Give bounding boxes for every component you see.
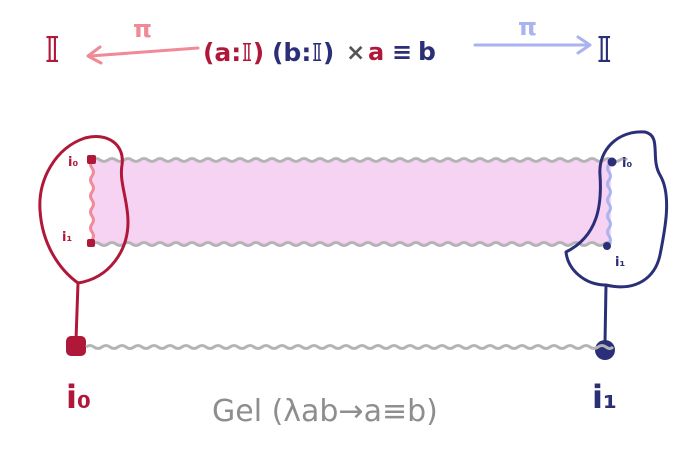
- formula-path-eq: ≡: [392, 38, 412, 66]
- right-bottom-label: i₁: [615, 255, 625, 270]
- left-bottom-endpoint: [87, 239, 95, 247]
- right-projection-arrow: [473, 35, 592, 55]
- right-projection-label: π: [518, 13, 537, 41]
- left-projection-arrow: [86, 45, 200, 65]
- left-interval-blob: [38, 135, 130, 285]
- left-base-label: i₀: [66, 378, 91, 416]
- left-top-label: i₀: [68, 155, 78, 170]
- right-base-point: [595, 340, 615, 360]
- formula-a: a: [368, 38, 384, 66]
- formula-times: ×: [346, 40, 365, 66]
- left-bottom-label: i₁: [62, 230, 72, 245]
- relation-left-edge: [89, 159, 95, 246]
- right-top-label: i₀: [622, 156, 632, 171]
- formula-b: b: [418, 37, 436, 66]
- left-interval-symbol: 𝕀: [44, 30, 61, 71]
- relation-region: [92, 160, 611, 244]
- left-projection-label: π: [133, 15, 152, 43]
- relation-right-edge: [606, 163, 612, 245]
- left-top-endpoint: [87, 155, 96, 164]
- relation-bottom-edge: [91, 241, 613, 247]
- formula-b-binder: (b:𝕀): [272, 38, 334, 67]
- base-connection-edge: [85, 344, 615, 350]
- relation-top-edge: [91, 157, 629, 163]
- right-stem: [603, 284, 608, 344]
- right-interval-symbol: 𝕀: [596, 30, 613, 71]
- right-top-endpoint: [607, 157, 617, 167]
- gel-caption: Gel (λab→a≡b): [212, 394, 438, 429]
- left-stem: [74, 282, 80, 341]
- right-base-label: i₁: [592, 378, 617, 416]
- left-base-point: [66, 336, 86, 356]
- formula-a-binder: (a:𝕀): [203, 38, 264, 67]
- right-interval-blob: [564, 130, 669, 289]
- right-bottom-endpoint: [603, 242, 611, 250]
